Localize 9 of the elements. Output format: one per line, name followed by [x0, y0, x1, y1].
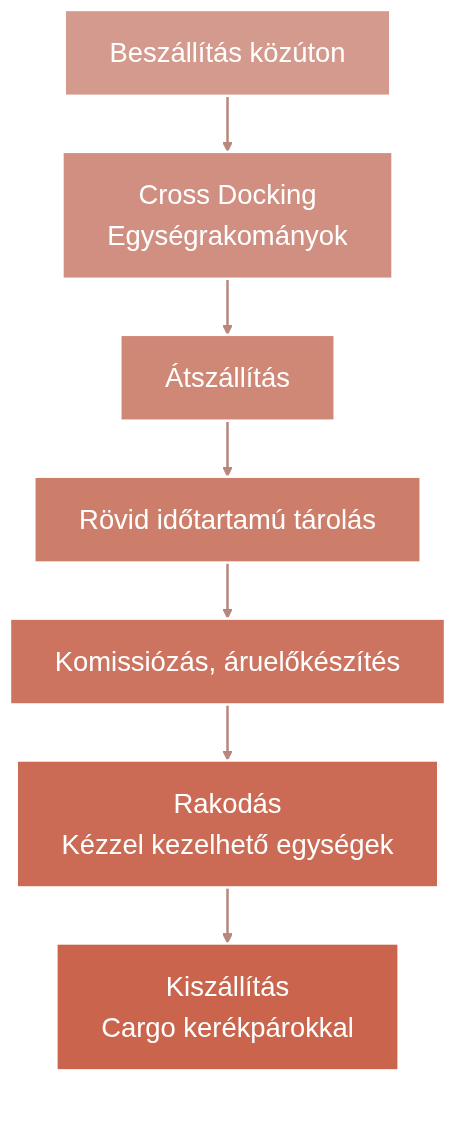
- node-box: Kiszállítás Cargo kerékpárokkal: [55, 942, 400, 1072]
- node-box: Rövid időtartamú tárolás: [33, 475, 422, 564]
- node-box: Komissiózás, áruelőkészítés: [8, 617, 447, 706]
- node-box: Átszállítás: [119, 333, 336, 422]
- node-box: Rakodás Kézzel kezelhető egységek: [15, 759, 440, 889]
- arrow: [222, 704, 233, 761]
- node-box: Beszállítás közúton: [63, 8, 392, 98]
- arrow: [222, 887, 233, 944]
- node-box: Cross Docking Egységrakományok: [61, 150, 394, 281]
